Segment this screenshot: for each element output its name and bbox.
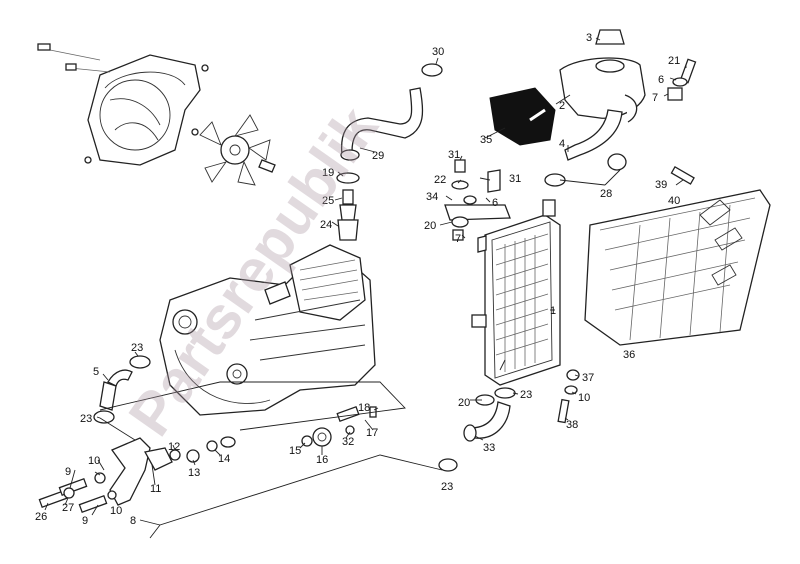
callout-19: 19 bbox=[322, 167, 334, 179]
callout-27: 27 bbox=[62, 502, 74, 514]
filler-cap bbox=[595, 29, 625, 45]
radiator bbox=[471, 199, 561, 386]
upper-hose bbox=[336, 63, 443, 184]
bolt bbox=[37, 43, 51, 51]
callout-24: 24 bbox=[320, 219, 332, 231]
callout-1: 1 bbox=[550, 305, 556, 317]
callout-31a: 31 bbox=[448, 149, 460, 161]
callout-9a: 9 bbox=[65, 466, 71, 478]
callout-6b: 6 bbox=[658, 74, 664, 86]
heat-shield bbox=[489, 87, 556, 146]
callout-22: 22 bbox=[434, 174, 446, 186]
callout-33: 33 bbox=[483, 442, 495, 454]
right-hardware bbox=[557, 58, 697, 424]
callout-20a: 20 bbox=[424, 220, 436, 232]
callout-23d: 23 bbox=[441, 481, 453, 493]
callout-7a: 7 bbox=[455, 233, 461, 245]
callout-40: 40 bbox=[668, 195, 680, 207]
callout-36: 36 bbox=[623, 349, 635, 361]
callout-29: 29 bbox=[372, 150, 384, 162]
callout-labels: 30 29 19 25 24 3 2 4 35 31 31 22 6 34 20… bbox=[35, 32, 680, 527]
callout-15: 15 bbox=[289, 445, 301, 457]
water-pump-elbow bbox=[109, 437, 151, 506]
lower-hose bbox=[463, 387, 516, 442]
callout-23b: 23 bbox=[520, 389, 532, 401]
fan-cover bbox=[37, 43, 209, 166]
callout-6a: 6 bbox=[492, 197, 498, 209]
callout-4: 4 bbox=[559, 138, 565, 150]
callout-12: 12 bbox=[168, 441, 180, 453]
callout-23a: 23 bbox=[131, 342, 143, 354]
callout-14: 14 bbox=[218, 453, 230, 465]
callout-37: 37 bbox=[582, 372, 594, 384]
callout-20b: 20 bbox=[458, 397, 470, 409]
hose-clamp bbox=[421, 63, 443, 77]
callout-7b: 7 bbox=[652, 92, 658, 104]
callout-13: 13 bbox=[188, 467, 200, 479]
callout-11: 11 bbox=[150, 483, 161, 495]
callout-32: 32 bbox=[342, 436, 354, 448]
callout-30: 30 bbox=[432, 46, 444, 58]
thermostat-hardware bbox=[337, 189, 359, 241]
callout-35: 35 bbox=[480, 134, 492, 146]
callout-25: 25 bbox=[322, 195, 334, 207]
expansion-tank bbox=[559, 29, 646, 161]
callout-10b: 10 bbox=[110, 505, 122, 517]
callout-26: 26 bbox=[35, 511, 47, 523]
callout-3: 3 bbox=[586, 32, 592, 44]
engine bbox=[159, 244, 376, 416]
callout-10a: 10 bbox=[88, 455, 100, 467]
callout-34: 34 bbox=[426, 191, 438, 203]
radiator-grille bbox=[584, 189, 771, 346]
callout-16: 16 bbox=[316, 454, 328, 466]
callout-8: 8 bbox=[130, 515, 136, 527]
callout-28: 28 bbox=[600, 188, 612, 200]
callout-38: 38 bbox=[566, 419, 578, 431]
small-parts bbox=[38, 355, 458, 514]
callout-9b: 9 bbox=[82, 515, 88, 527]
cooling-fan bbox=[199, 114, 276, 186]
callout-2: 2 bbox=[559, 100, 565, 112]
callout-21: 21 bbox=[668, 55, 680, 67]
callout-23c: 23 bbox=[80, 413, 92, 425]
callout-10c: 10 bbox=[578, 392, 590, 404]
callout-17: 17 bbox=[366, 427, 378, 439]
bracket-hardware bbox=[444, 153, 627, 241]
callout-31b: 31 bbox=[509, 173, 521, 185]
cylinder-head bbox=[289, 244, 366, 321]
callout-39: 39 bbox=[655, 179, 667, 191]
leader-lines bbox=[44, 37, 687, 539]
callout-18: 18 bbox=[358, 402, 370, 414]
callout-5: 5 bbox=[93, 366, 99, 378]
